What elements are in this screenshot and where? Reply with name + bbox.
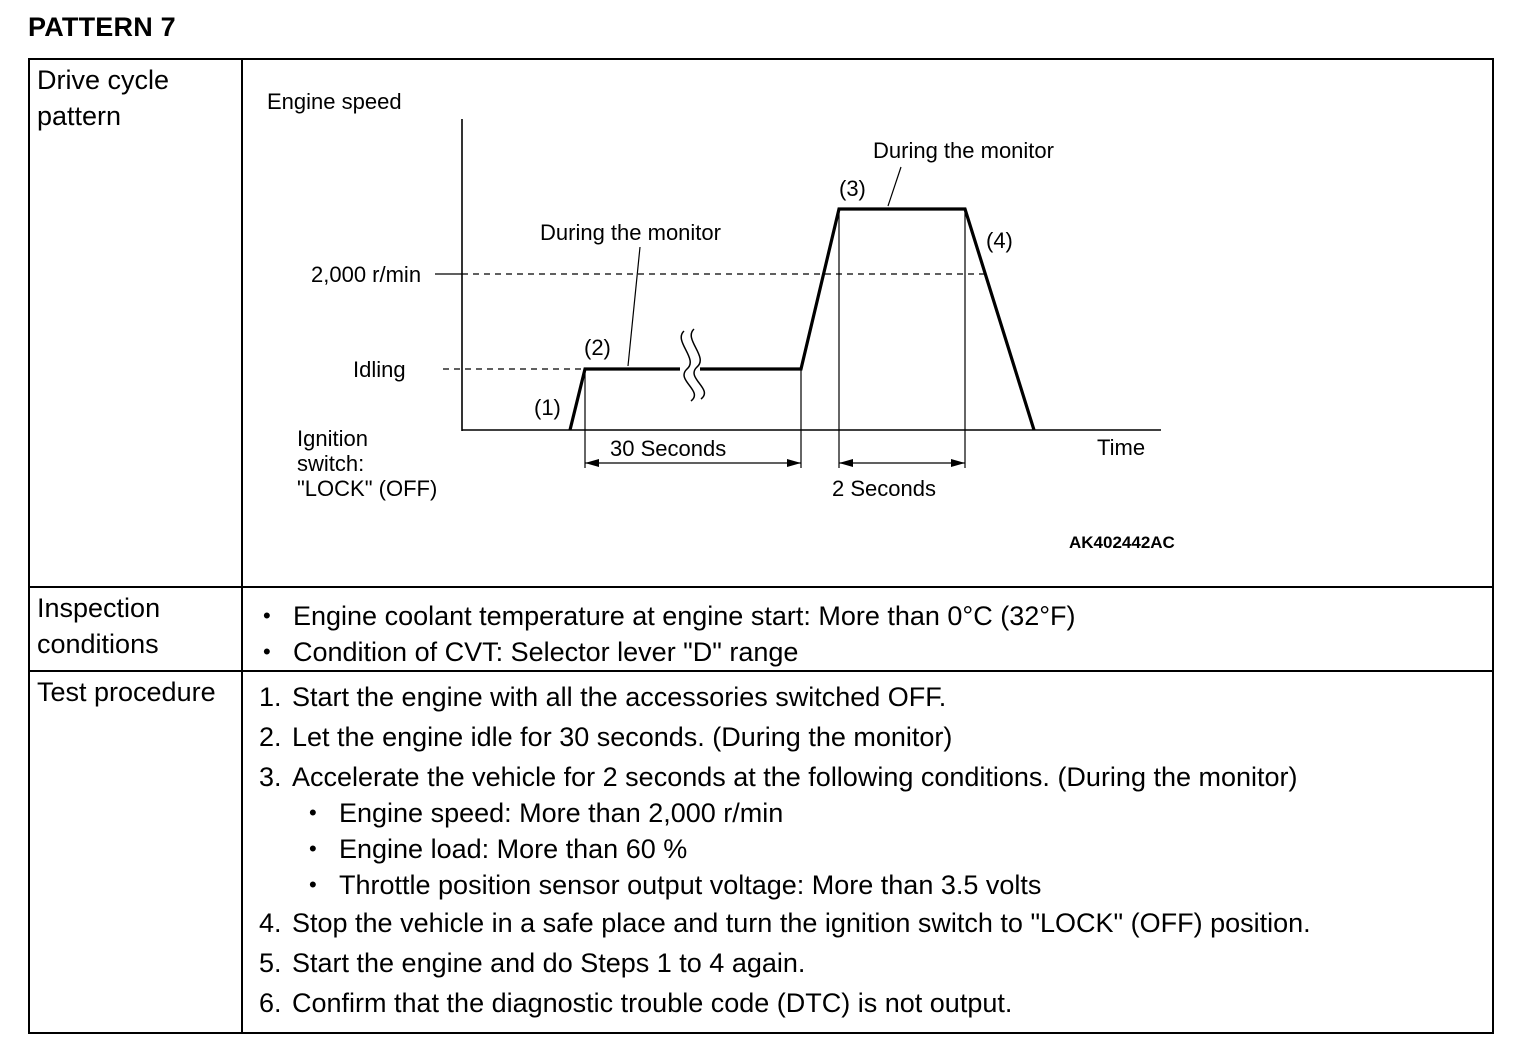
point-1-label: (1): [534, 395, 561, 420]
x-axis-label: Time: [1097, 435, 1145, 460]
duration-30s-arrow-left: [585, 459, 599, 467]
list-item: Condition of CVT: Selector lever "D" ran…: [263, 634, 1492, 670]
step-text: Stop the vehicle in a safe place and tur…: [292, 908, 1311, 938]
level-idle-label: Idling: [353, 357, 406, 382]
ignition-label-line-3: "LOCK" (OFF): [297, 476, 437, 501]
procedure-step-5: 5. Start the engine and do Steps 1 to 4 a…: [259, 943, 1492, 983]
step-number: 6.: [259, 988, 282, 1018]
list-item: Engine speed: More than 2,000 r/min: [309, 795, 1492, 831]
monitor-label-2: During the monitor: [873, 138, 1054, 163]
drive-cycle-row: Drive cycle pattern: [28, 58, 1494, 588]
procedure-steps: 1. Start the engine with all the accessor…: [243, 672, 1492, 1023]
procedure-step-1: 1. Start the engine with all the accessor…: [259, 677, 1492, 717]
list-item: Engine load: More than 60 %: [309, 831, 1492, 867]
inspection-list: Engine coolant temperature at engine sta…: [243, 588, 1492, 670]
procedure-row: Test procedure 1. Start the engine with a…: [28, 670, 1494, 1034]
inspection-label: Inspection conditions: [28, 586, 243, 672]
ignition-label-line-2: switch:: [297, 451, 364, 476]
level-2000-label: 2,000 r/min: [311, 262, 421, 287]
monitor-leader-1: [627, 246, 641, 367]
inspection-cell: Engine coolant temperature at engine sta…: [241, 586, 1494, 672]
step-text: Start the engine and do Steps 1 to 4 aga…: [292, 948, 806, 978]
duration-2s-arrow-left: [839, 459, 853, 467]
point-3-label: (3): [839, 176, 866, 201]
step-number: 5.: [259, 948, 282, 978]
figure-code: AK402442AC: [1069, 533, 1175, 552]
step-text: Accelerate the vehicle for 2 seconds at …: [292, 762, 1298, 792]
procedure-step-2: 2. Let the engine idle for 30 seconds. (D…: [259, 717, 1492, 757]
drive-cycle-diagram-cell: Engine speed Time 2,000 r/min Idling Ign…: [241, 58, 1494, 588]
step-number: 4.: [259, 908, 282, 938]
speed-trace-start: [568, 367, 680, 431]
step-number: 2.: [259, 722, 282, 752]
procedure-step-6: 6. Confirm that the diagnostic trouble co…: [259, 983, 1492, 1023]
time-break-symbol: [680, 330, 695, 402]
monitor-leader-2: [887, 166, 902, 207]
duration-30s-arrow-right: [787, 459, 801, 467]
pattern-table: Drive cycle pattern: [28, 58, 1494, 1034]
list-item: Throttle position sensor output voltage:…: [309, 867, 1492, 903]
step-number: 3.: [259, 762, 282, 792]
ignition-label-line-1: Ignition: [297, 426, 368, 451]
step-text: Start the engine with all the accessorie…: [292, 682, 947, 712]
drive-cycle-diagram: Engine speed Time 2,000 r/min Idling Ign…: [267, 89, 1175, 552]
inspection-row: Inspection conditions Engine coolant tem…: [28, 586, 1494, 672]
time-break-symbol-2: [690, 328, 705, 400]
step-3-conditions: Engine speed: More than 2,000 r/min Engi…: [259, 795, 1492, 903]
speed-trace-main: [700, 207, 1036, 431]
duration-2s-label: 2 Seconds: [832, 476, 936, 501]
point-2-label: (2): [584, 335, 611, 360]
drive-cycle-label: Drive cycle pattern: [28, 58, 243, 588]
procedure-cell: 1. Start the engine with all the accessor…: [241, 670, 1494, 1034]
point-4-label: (4): [986, 228, 1013, 253]
duration-30s-label: 30 Seconds: [610, 436, 726, 461]
y-axis-label: Engine speed: [267, 89, 402, 114]
procedure-step-3: 3. Accelerate the vehicle for 2 seconds a…: [259, 757, 1492, 903]
page-title: PATTERN 7: [28, 12, 176, 42]
step-number: 1.: [259, 682, 282, 712]
step-text: Let the engine idle for 30 seconds. (Dur…: [292, 722, 953, 752]
list-item: Engine coolant temperature at engine sta…: [263, 598, 1492, 634]
monitor-label-1: During the monitor: [540, 220, 721, 245]
procedure-label: Test procedure: [28, 670, 243, 1034]
procedure-step-4: 4. Stop the vehicle in a safe place and t…: [259, 903, 1492, 943]
step-text: Confirm that the diagnostic trouble code…: [292, 988, 1013, 1018]
duration-2s-arrow-right: [951, 459, 965, 467]
